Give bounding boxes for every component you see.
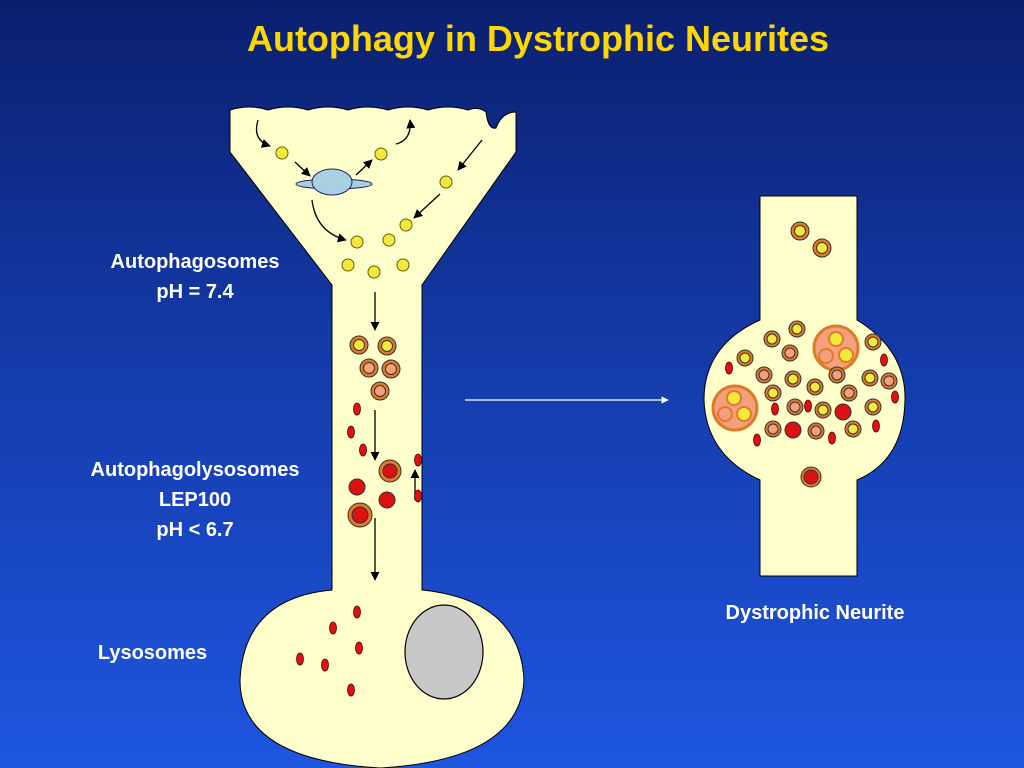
autophagosome: [374, 147, 388, 161]
autophagolysosome: [359, 358, 379, 378]
autophagosome: [806, 378, 824, 396]
autophagosome: [764, 384, 782, 402]
autophagosome: [788, 320, 806, 338]
autophagosome: [382, 233, 396, 247]
autophagosome: [864, 398, 882, 416]
autophagosome: [439, 175, 453, 189]
dystrophic-neurite: [703, 195, 906, 577]
slide-title: Autophagy in Dystrophic Neurites: [246, 18, 830, 59]
multivesicular-body: [812, 324, 860, 372]
autophagolysosome: [828, 366, 846, 384]
autophagosome: [763, 330, 781, 348]
autophagosome: [341, 258, 355, 272]
autophagolysosomes-ph: pH < 6.7: [156, 519, 234, 541]
neuron-cell: [229, 106, 525, 768]
autophagosomes-ph: pH = 7.4: [156, 281, 234, 303]
lysosomes: [296, 402, 422, 697]
autophagolysosome: [377, 336, 397, 356]
autophagolysosome: [786, 398, 804, 416]
autophagosomes: [275, 146, 453, 279]
trafficking-arrows: [255, 119, 816, 581]
lysosome: [378, 491, 396, 509]
autophagolysosome: [370, 381, 390, 401]
lep100-label: LEP100: [158, 489, 232, 511]
small-lysosomes: [725, 353, 899, 447]
autophagosome: [861, 369, 879, 387]
neurite-vesicles: [711, 221, 899, 488]
autophagolysosome: [378, 459, 402, 483]
autophagosome: [790, 221, 810, 241]
autophagolysosome: [840, 384, 858, 402]
autophagolysosome: [347, 502, 373, 528]
autophagolysosome: [764, 420, 782, 438]
autophagolysosome: [880, 372, 898, 390]
autophagosome: [399, 218, 413, 232]
autophagosome: [350, 235, 364, 249]
organelle: [295, 168, 373, 196]
autophagosome: [814, 401, 832, 419]
dystrophic-neurite-outline: [703, 195, 906, 577]
autophagolysosomes-label-text: Autophagolysosomes: [90, 459, 300, 481]
autophagosome: [864, 333, 882, 351]
autophagosome: [396, 258, 410, 272]
cell-nucleus: [404, 604, 484, 700]
autophagosomes-label-text: Autophagosomes: [110, 251, 280, 273]
autophagosome: [367, 265, 381, 279]
autophagolysosome: [349, 335, 369, 355]
autophagolysosome: [381, 359, 401, 379]
autophagolysosome: [755, 366, 773, 384]
autophagosome: [844, 420, 862, 438]
autophagosome: [812, 238, 832, 258]
multivesicular-body: [711, 384, 759, 432]
lysosome: [834, 403, 852, 421]
autophagosome: [736, 349, 754, 367]
lysosome: [784, 421, 802, 439]
neuron-outline: [229, 106, 525, 768]
autophagolysosome: [800, 466, 822, 488]
dystrophic-neurite-label: Dystrophic Neurite: [725, 602, 905, 624]
autophagolysosome: [781, 344, 799, 362]
autophagosome: [275, 146, 289, 160]
lysosomes-label: Lysosomes: [97, 642, 208, 664]
autophagosome: [784, 370, 802, 388]
axon-vesicles: [347, 335, 402, 528]
autophagolysosome: [807, 422, 825, 440]
lysosome: [348, 478, 366, 496]
autophagosomes-label: Autophagosomes pH = 7.4: [80, 247, 310, 307]
autophagolysosomes-label: Autophagolysosomes LEP100 pH < 6.7: [50, 455, 340, 545]
